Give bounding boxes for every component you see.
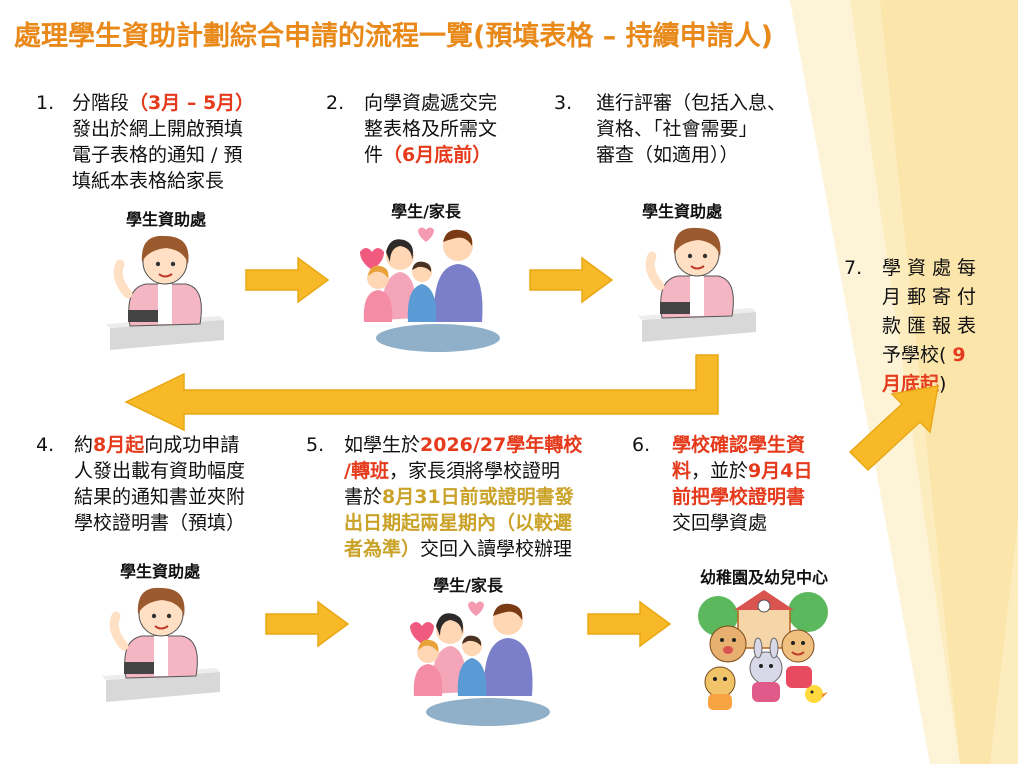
step-number: 6. [632, 434, 651, 456]
step-3: 3. 進行評審（包括入息、 資格、「社會需要」 審查（如適用）） [554, 90, 824, 180]
step-text: 分階段 [72, 92, 130, 114]
step-highlight: 8月起 [93, 434, 145, 456]
step-highlight: 前把學校證明書 [672, 486, 806, 508]
step-text: 整表格及所需文 [364, 118, 498, 140]
step-highlight: 料 [672, 460, 692, 482]
step-text: 人發出載有資助幅度 [74, 460, 246, 482]
step-5: 5. 如學生於2026/27學年轉校 /轉班，家長須將學校證明 書於8月31日前… [306, 432, 624, 572]
page-title: 處理學生資助計劃綜合申請的流程一覽(預填表格 – 持續申請人) [14, 21, 773, 52]
step-number: 3. [554, 92, 573, 114]
label-sfo: 學生資助處 [641, 202, 722, 221]
step-text: 結果的通知書並夾附 [74, 486, 246, 508]
step-2: 2. 向學資處遞交完 整表格及所需文 件（6月底前） [326, 90, 536, 180]
step-highlight: 9 [952, 344, 966, 366]
kindergarten-illustration [698, 590, 828, 710]
step-1: 1. 分階段（3月 – 5月） 發出於網上開啟預填 電子表格的通知 / 預 填紙… [36, 90, 296, 200]
step-4: 4. 約8月起向成功申請 人發出載有資助幅度 結果的通知書並夾附 學校證明書（預… [36, 432, 296, 542]
step-text: 向成功申請 [144, 434, 240, 456]
label-sfo: 學生資助處 [119, 562, 200, 581]
step-text: 發出於網上開啟預填 [72, 118, 244, 140]
arrow-right-icon [587, 600, 672, 648]
step-highlight: /轉班 [344, 460, 389, 482]
step-highlight: 2026/27學年轉校 [420, 434, 583, 456]
step-7: 7. 學資處每 月郵寄付 款匯報表 予學校(9 月底起) [844, 254, 994, 395]
step-text: 向學資處遞交完 [364, 92, 498, 114]
sfo-officer-illustration [638, 227, 756, 342]
step-highlight: 者為準） [344, 538, 421, 560]
step-text: 月郵寄付 [882, 286, 983, 308]
step-number: 1. [36, 92, 55, 114]
step-text: 填紙本表格給家長 [72, 170, 225, 192]
step-number: 2. [326, 92, 345, 114]
label-parent: 學生/家長 [433, 576, 503, 595]
step-text: 如學生於 [344, 434, 421, 456]
step-text: 審查（如適用）） [596, 144, 739, 166]
step-highlight: （3月 – 5月） [129, 92, 255, 114]
step-text: 資格、「社會需要」 [596, 118, 758, 140]
step-text: ，並於 [691, 460, 749, 482]
sfo-officer-illustration [102, 587, 220, 702]
step-text: 予學校( [882, 344, 947, 366]
step-highlight: 出日期起兩星期內（以較遲 [344, 512, 573, 534]
step-text: 學校證明書（預填） [74, 512, 246, 534]
family-illustration [410, 601, 550, 726]
step-text: 書於 [344, 486, 383, 508]
step-highlight: 學校確認學生資 [672, 434, 806, 456]
arrow-right-icon [245, 256, 330, 304]
step-text: ) [939, 373, 947, 395]
label-parent: 學生/家長 [391, 202, 461, 221]
step-number: 5. [306, 434, 325, 456]
arrow-right-icon [265, 600, 350, 648]
step-text: 電子表格的通知 / 預 [72, 144, 243, 166]
family-illustration [360, 227, 500, 352]
step-highlight: 8月31日前或證明書發 [382, 486, 574, 508]
label-kindergarten: 幼稚園及幼兒中心 [699, 568, 828, 587]
step-highlight: （6月底前） [383, 144, 492, 166]
step-text: 約 [74, 434, 94, 456]
step-number: 7. [844, 257, 863, 279]
label-sfo: 學生資助處 [125, 210, 206, 229]
step-highlight: 9月4日 [748, 460, 813, 482]
step-text: 件 [364, 144, 384, 166]
step-text: ，家長須將學校證明 [388, 460, 560, 482]
step-text: 進行評審（包括入息、 [596, 92, 787, 114]
step-text: 交回入讀學校辦理 [420, 538, 573, 560]
sfo-officer-illustration [106, 235, 224, 350]
step-number: 4. [36, 434, 55, 456]
arrow-right-icon [529, 256, 614, 304]
step-text: 交回學資處 [672, 512, 768, 534]
step-text: 款匯報表 [882, 315, 983, 337]
step-6: 6. 學校確認學生資 料，並於9月4日 前把學校證明書 交回學資處 [632, 432, 852, 542]
diagonal-arrow-icon [848, 385, 939, 472]
step-text: 學資處每 [882, 257, 983, 279]
